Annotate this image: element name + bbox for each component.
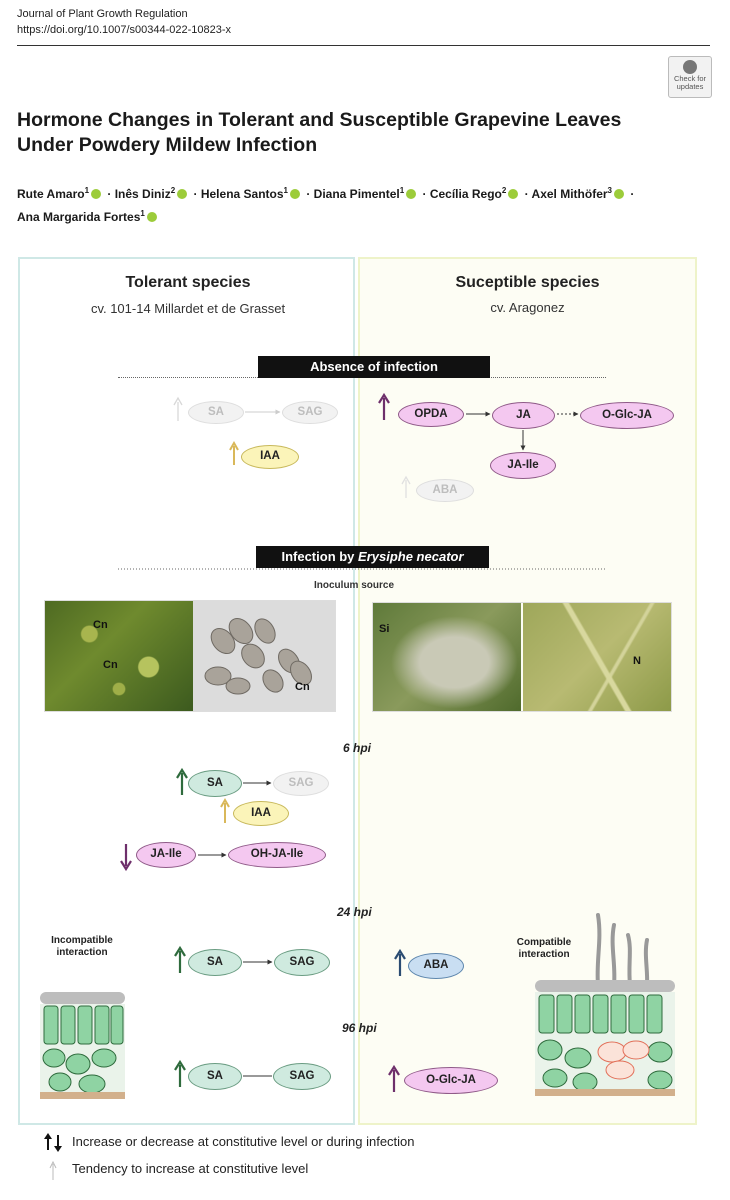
journal-name: Journal of Plant Growth Regulation xyxy=(17,8,188,20)
orcid-icon[interactable] xyxy=(177,188,188,199)
faded-up-arrow-aba xyxy=(401,475,411,498)
pathogen-name: Erysiphe necator xyxy=(358,549,464,564)
node-sag-96hpi: SAG xyxy=(273,1063,331,1090)
node-ja: JA xyxy=(492,402,555,429)
node-sag-6hpi-faded: SAG xyxy=(273,771,329,796)
orcid-icon[interactable] xyxy=(91,188,102,199)
author-affiliation: 2 xyxy=(170,186,176,195)
author-name[interactable]: Cecília Rego xyxy=(429,187,502,201)
node-sa-96hpi: SA xyxy=(188,1063,242,1090)
orcid-icon[interactable] xyxy=(290,188,300,199)
node-sag-faded: SAG xyxy=(282,401,338,424)
author-affiliation: 3 xyxy=(607,186,612,195)
node-iaa: IAA xyxy=(241,445,299,469)
tolerant-photo-strip: Cn Cn Cn xyxy=(44,600,336,712)
node-opda: OPDA xyxy=(398,402,464,427)
node-aba-faded: ABA xyxy=(416,479,474,502)
timepoint-6hpi: 6 hpi xyxy=(343,741,372,755)
conidia-cells xyxy=(204,617,312,695)
node-aba-24hpi: ABA xyxy=(408,953,464,979)
node-ohjaile-6hpi: OH-JA-Ile xyxy=(228,842,326,868)
banner-absence: Absence of infection xyxy=(258,356,490,378)
yellow-up-arrow-iaa xyxy=(229,440,239,465)
incompatible-tissue-illustration xyxy=(40,992,125,1099)
legend-thin-up-arrow-icon xyxy=(49,1160,57,1180)
photo-label-cn-3: Cn xyxy=(295,681,310,693)
tolerant-subtitle: cv. 101-14 Millardet et de Grasset xyxy=(90,301,286,316)
banner-infection: Infection by Erysiphe necator xyxy=(256,546,489,568)
node-sa-24hpi: SA xyxy=(188,949,242,976)
susceptible-subtitle: cv. Aragonez xyxy=(490,300,565,315)
doi-link[interactable]: https://doi.org/10.1007/s00344-022-10823… xyxy=(17,24,232,36)
header-rule xyxy=(17,45,710,46)
orcid-icon[interactable] xyxy=(406,188,417,199)
author-name[interactable]: Inês Diniz xyxy=(114,187,171,201)
check-updates-line1: Check for xyxy=(673,74,707,83)
green-up-arrow-sa-96hpi xyxy=(174,1059,186,1087)
node-oglcja: O-Glc-JA xyxy=(580,402,674,429)
purple-up-arrow-opda xyxy=(378,392,390,420)
conidia-microscopy-photo xyxy=(193,601,335,711)
yellow-up-arrow-iaa-6hpi xyxy=(220,797,230,823)
legend-updown-arrows-icon xyxy=(44,1133,62,1152)
tolerant-title: Tolerant species xyxy=(125,274,251,291)
orcid-icon[interactable] xyxy=(146,211,157,222)
photo-label-cn-1: Cn xyxy=(93,619,108,631)
incompatible-interaction-label: Incompatible interaction xyxy=(51,935,113,958)
check-for-updates-button[interactable]: Check for updates xyxy=(668,56,712,98)
photo-label-cn-2: Cn xyxy=(103,659,118,671)
node-iaa-6hpi: IAA xyxy=(233,801,289,826)
author-affiliation: 1 xyxy=(140,209,145,218)
purple-down-arrow-jaile xyxy=(120,844,132,872)
orcid-icon[interactable] xyxy=(614,188,624,199)
bookmark-icon xyxy=(683,60,697,74)
timepoint-96hpi: 96 hpi xyxy=(342,1021,377,1035)
photo-label-n: N xyxy=(633,655,641,667)
susceptible-title: Suceptible species xyxy=(455,274,600,291)
author-affiliation: 1 xyxy=(84,186,90,195)
green-up-arrow-sa-24hpi xyxy=(174,945,186,973)
faded-up-arrow-sa xyxy=(173,396,183,421)
check-updates-line2: updates xyxy=(676,82,704,91)
node-sa-faded: SA xyxy=(188,401,244,424)
tolerant-panel xyxy=(18,257,355,1125)
node-sag-24hpi: SAG xyxy=(274,949,330,976)
green-up-arrow-sa-6hpi xyxy=(176,767,188,795)
banner-infection-prefix: Infection by xyxy=(281,549,359,564)
timepoint-24hpi: 24 hpi xyxy=(337,905,372,919)
infected-leaf-photo xyxy=(373,603,521,711)
article-title: Hormone Changes in Tolerant and Suscepti… xyxy=(17,109,622,156)
legend-line-2: Tendency to increase at constitutive lev… xyxy=(72,1161,309,1176)
purple-up-arrow-oglcja-96hpi xyxy=(388,1064,400,1092)
author-list: Rute Amaro1 · Inês Diniz2 · Helena Santo… xyxy=(17,186,635,224)
author-name[interactable]: Helena Santos xyxy=(200,187,284,201)
susceptible-photo-strip: Si N xyxy=(372,602,672,712)
legend-line-1: Increase or decrease at constitutive lev… xyxy=(72,1134,415,1149)
author-name[interactable]: Axel Mithöfer xyxy=(531,187,608,201)
photo-label-si: Si xyxy=(379,623,390,635)
compatible-interaction-label: Compatible interaction xyxy=(516,937,572,960)
node-jaile: JA-Ile xyxy=(490,452,556,479)
blue-up-arrow-aba xyxy=(394,948,406,976)
leaf-microscopy-photo xyxy=(45,601,193,711)
author-name[interactable]: Diana Pimentel xyxy=(313,187,400,201)
author-affiliation: 1 xyxy=(283,186,288,195)
author-name[interactable]: Rute Amaro xyxy=(17,187,85,201)
compatible-tissue-illustration xyxy=(535,913,675,1096)
orcid-icon[interactable] xyxy=(508,188,519,199)
author-affiliation: 2 xyxy=(501,186,507,195)
inoculum-source-label: Inoculum source xyxy=(314,580,395,591)
node-jaile-6hpi: JA-Ile xyxy=(136,842,196,868)
author-affiliation: 1 xyxy=(399,186,405,195)
leaf-underside-photo xyxy=(523,603,671,711)
node-sa-6hpi: SA xyxy=(188,770,242,797)
author-name[interactable]: Ana Margarida Fortes xyxy=(17,210,141,224)
node-oglcja-96hpi: O-Glc-JA xyxy=(404,1067,498,1094)
